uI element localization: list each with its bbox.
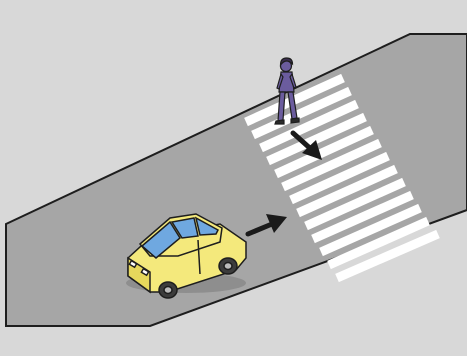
- scene-canvas: [0, 0, 467, 356]
- traffic-illustration: [0, 0, 467, 356]
